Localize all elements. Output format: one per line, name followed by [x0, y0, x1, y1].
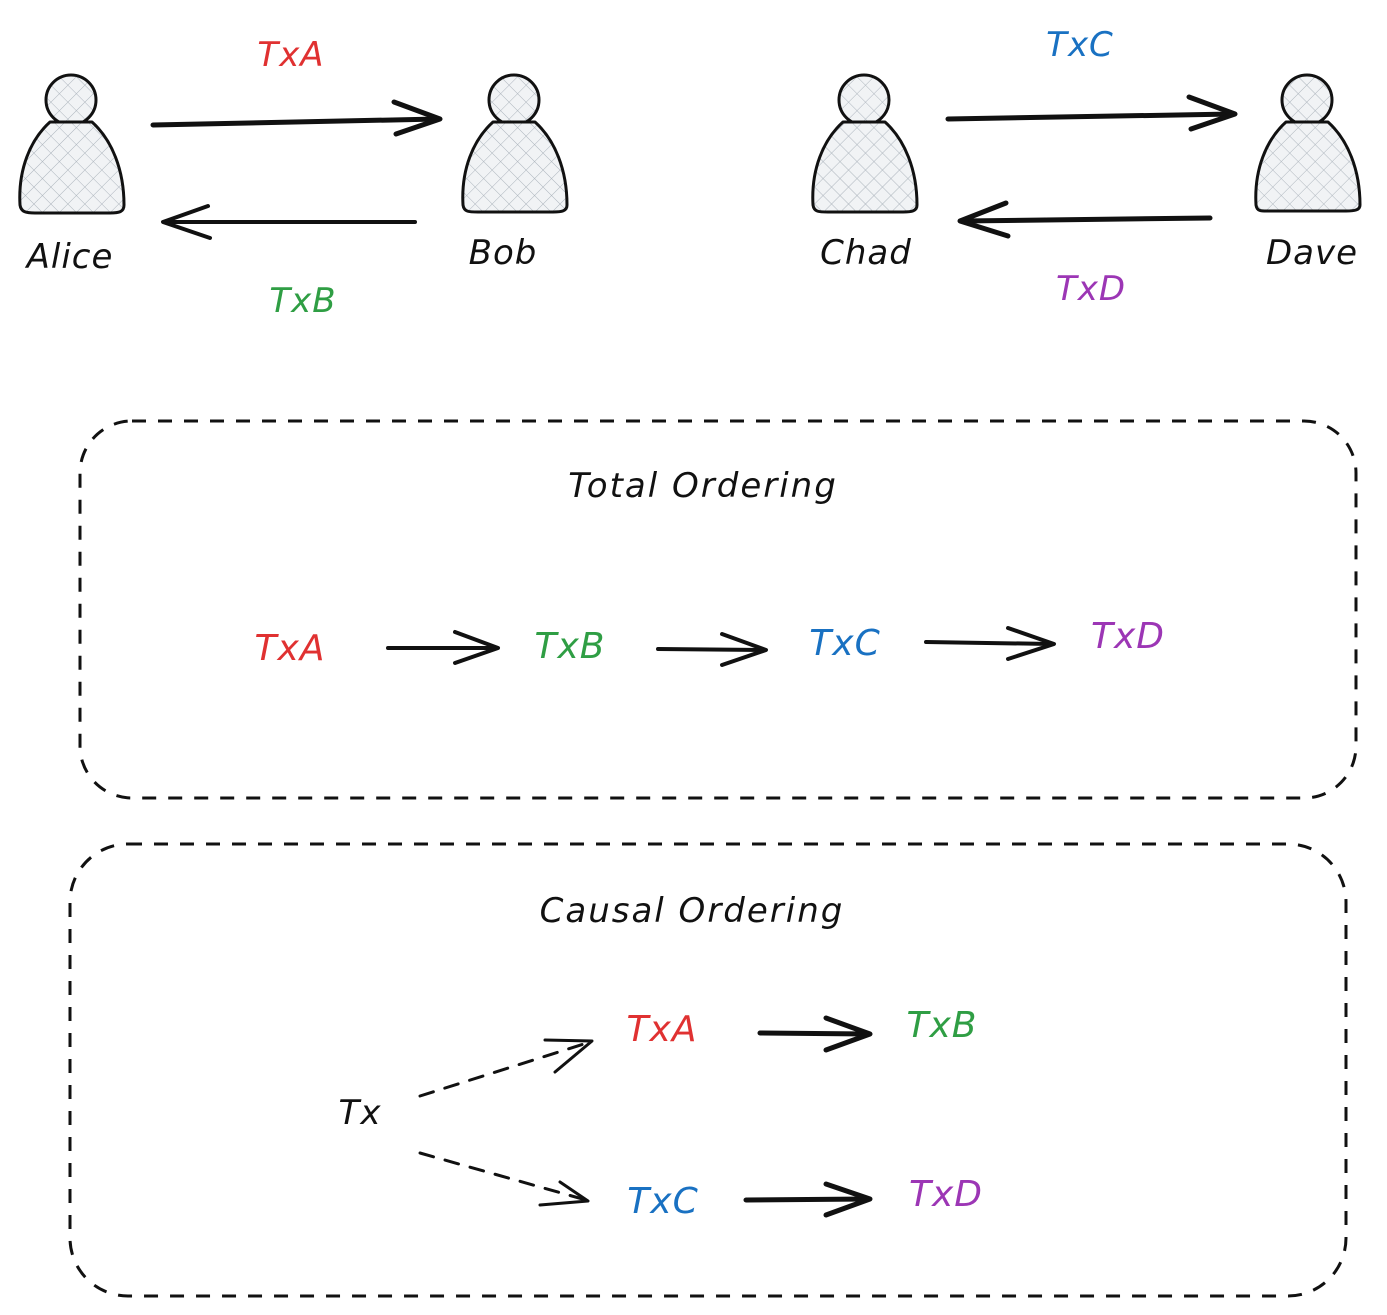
person-name-bob: Bob: [469, 233, 538, 273]
causal-ordering-panel: Causal Ordering Tx TxA TxB TxC TxD: [68, 842, 1348, 1298]
transfer-label-txb: TxB: [269, 281, 336, 321]
causal-ordering-border: [68, 842, 1348, 1298]
arrow-right-icon: [150, 99, 443, 137]
transfer-bob-to-alice: TxB: [161, 204, 417, 321]
dashed-arrow-icon: [418, 1151, 590, 1207]
person-icon: [18, 73, 126, 215]
causal-ordering-title: Causal Ordering: [540, 891, 845, 931]
causal-branch-two-item: TxD: [909, 1174, 983, 1215]
person-chad: Chad: [811, 73, 919, 273]
arrow-right-icon: [924, 626, 1056, 661]
arrow-right-icon: [656, 632, 768, 667]
total-ordering-panel: Total Ordering TxA TxB TxC TxD: [78, 419, 1358, 800]
causal-branch-two-item: TxC: [627, 1181, 698, 1222]
arrow-right-icon: [757, 1015, 873, 1053]
person-name-chad: Chad: [820, 233, 912, 273]
arrow-right-icon: [945, 94, 1238, 132]
person-alice: Alice: [18, 73, 126, 277]
person-icon: [1254, 73, 1362, 213]
person-icon: [461, 73, 569, 214]
transfer-alice-to-bob: TxA: [150, 35, 443, 137]
transfer-label-txd: TxD: [1056, 269, 1126, 309]
person-dave: Dave: [1254, 73, 1362, 273]
arrow-right-icon: [743, 1181, 873, 1218]
total-ordering-title: Total Ordering: [568, 466, 838, 506]
person-name-dave: Dave: [1266, 233, 1358, 273]
transfer-label-txc: TxC: [1046, 25, 1114, 65]
total-ordering-item: TxA: [255, 628, 326, 669]
person-icon: [811, 73, 919, 214]
transfer-chad-to-dave: TxC: [945, 25, 1238, 132]
transfer-dave-to-chad: TxD: [957, 200, 1213, 309]
transfer-label-txa: TxA: [257, 35, 324, 75]
total-ordering-border: [78, 419, 1358, 800]
total-ordering-item: TxB: [535, 626, 606, 667]
causal-root-tx: Tx: [339, 1093, 382, 1133]
arrow-left-icon: [957, 200, 1213, 239]
causal-branch-one-item: TxB: [907, 1005, 978, 1046]
arrow-right-icon: [386, 630, 500, 665]
total-ordering-item: TxC: [809, 623, 880, 664]
dashed-arrow-icon: [418, 1038, 594, 1098]
person-bob: Bob: [461, 73, 569, 273]
arrow-left-icon: [161, 204, 417, 240]
causal-branch-one-item: TxA: [627, 1009, 698, 1050]
total-ordering-item: TxD: [1091, 616, 1165, 657]
person-name-alice: Alice: [25, 237, 114, 277]
